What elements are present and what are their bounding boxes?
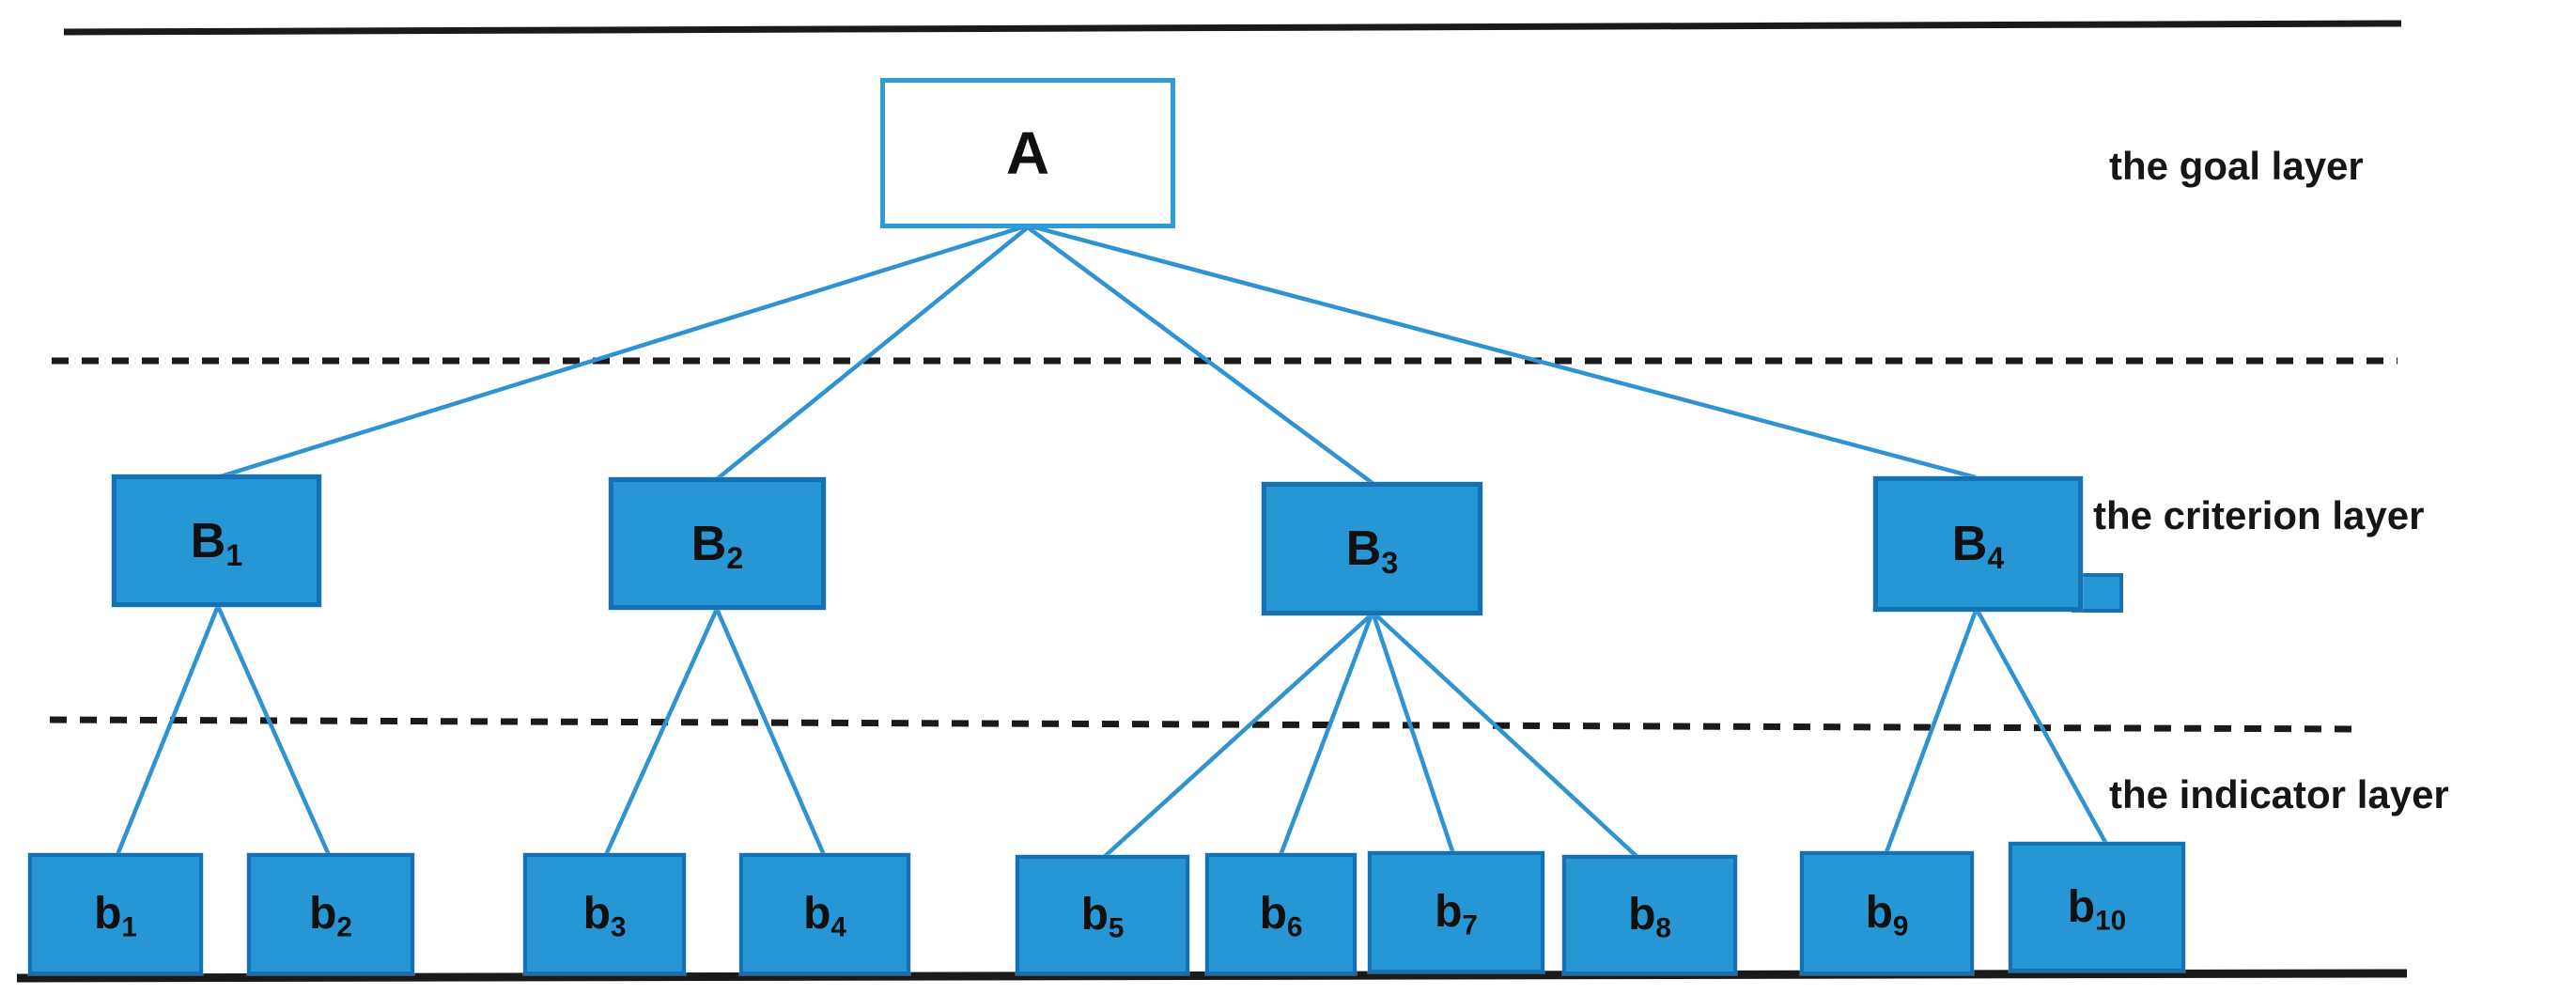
node-label: b5 (1080, 890, 1125, 942)
node-label-sub: 6 (1286, 911, 1303, 943)
node-label-sub: 10 (2095, 904, 2127, 936)
top-border-line (63, 20, 2402, 36)
edge-b4-i9 (1883, 610, 1979, 856)
criterion-indicator-divider (49, 716, 2365, 733)
edge-a-b3 (1026, 225, 1375, 486)
node-i9: b9 (1800, 851, 1974, 975)
tree-edges (115, 223, 2109, 863)
criterion-layer-label: the criterion layer (2093, 493, 2425, 537)
node-b1: B1 (112, 474, 321, 607)
node-label-base: B (190, 513, 226, 568)
node-label-base: B (1951, 517, 1988, 571)
edge-b1-i2 (215, 605, 332, 856)
node-label: b9 (1865, 888, 1909, 941)
node-label-sub: 2 (336, 911, 352, 943)
node-label-base: b (1628, 890, 1656, 940)
node-i2: b2 (247, 853, 414, 975)
edge-a-b4 (1027, 223, 1977, 480)
edge-b3-i7 (1371, 614, 1457, 858)
node-label-base: A (1005, 119, 1050, 187)
edge-b2-i4 (714, 608, 827, 856)
node-label-sub: 1 (225, 537, 243, 572)
node-label-sub: 2 (726, 540, 744, 575)
node-label: b6 (1259, 889, 1303, 941)
node-label-sub: 4 (830, 911, 846, 943)
edge-b3-i6 (1277, 614, 1374, 859)
node-label: b2 (309, 889, 352, 941)
node-label: b3 (582, 889, 627, 941)
node-label: b8 (1628, 890, 1671, 942)
node-label-sub: 3 (610, 911, 627, 943)
node-label: b7 (1435, 887, 1478, 940)
node-label: B3 (1345, 521, 1399, 578)
edge-a-b2 (715, 225, 1030, 481)
node-label-base: B (1345, 521, 1382, 576)
node-i3: b3 (523, 853, 686, 975)
edge-b4-i10 (1976, 609, 2109, 847)
node-b2: B2 (609, 477, 826, 610)
node-label-sub: 8 (1655, 912, 1671, 944)
node-label-base: b (1259, 889, 1287, 939)
node-label-sub: 1 (121, 911, 137, 943)
node-i1: b1 (28, 853, 203, 975)
node-label-base: b (94, 889, 122, 939)
node-i5: b5 (1016, 855, 1189, 975)
node-b3: B3 (1262, 482, 1482, 615)
node-label: A (1006, 123, 1049, 183)
node-i7: b7 (1368, 851, 1544, 973)
node-i8: b8 (1562, 855, 1737, 975)
node-label-base: b (2067, 881, 2096, 932)
node-label-sub: 5 (1108, 912, 1125, 944)
indicator-layer-label: the indicator layer (2109, 772, 2449, 816)
node-label: B2 (691, 516, 744, 573)
node-label-base: b (582, 889, 611, 939)
bottom-border-line (16, 969, 2408, 983)
node-b4: B4 (1873, 476, 2083, 612)
edge-b3-i8 (1373, 613, 1643, 863)
node-label-base: b (803, 889, 831, 939)
node-label-sub: 7 (1462, 909, 1478, 941)
node-label-sub: 4 (1987, 541, 2005, 576)
node-label-sub: 3 (1381, 546, 1399, 581)
node-i4: b4 (739, 853, 910, 975)
node-i6: b6 (1205, 853, 1357, 975)
node-label: b10 (2067, 881, 2126, 934)
edge-b2-i3 (603, 608, 720, 856)
node-label-sub: 9 (1892, 910, 1909, 942)
node-label: B4 (1951, 517, 2005, 573)
node-label-base: b (1435, 887, 1463, 937)
node-label: b1 (94, 889, 137, 941)
edge-b1-i1 (115, 605, 221, 856)
edge-b3-i5 (1099, 613, 1373, 862)
node-label-base: b (1080, 890, 1109, 940)
node-label-base: b (1865, 888, 1893, 938)
node-i10: b10 (2009, 842, 2185, 972)
goal-layer-label: the goal layer (2109, 144, 2364, 188)
node-label-base: b (309, 889, 337, 939)
node-label: B1 (190, 513, 243, 570)
node-label: b4 (803, 889, 846, 941)
node-a: A (880, 78, 1175, 228)
edge-a-b1 (217, 223, 1029, 480)
node-label-base: B (691, 516, 727, 571)
